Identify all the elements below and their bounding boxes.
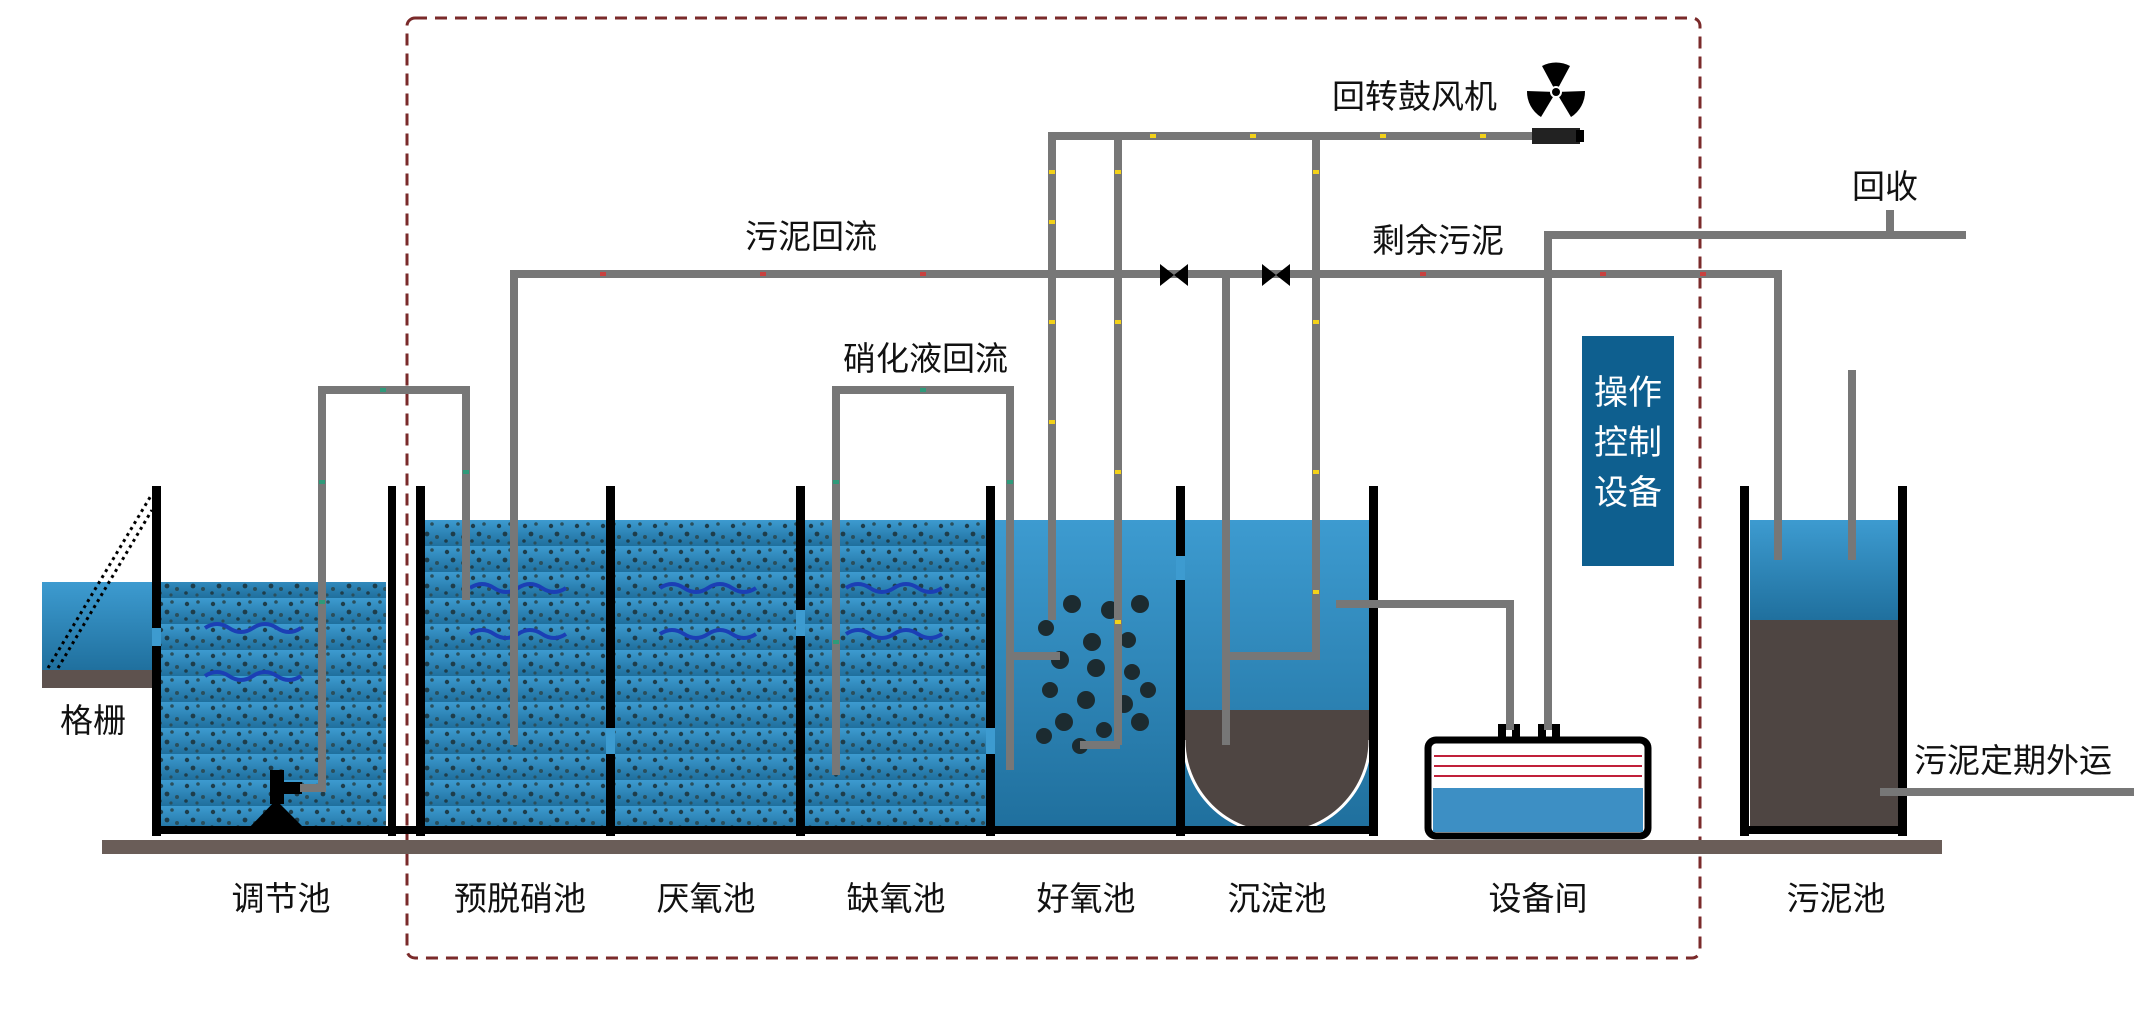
label-sludge-return: 污泥回流 (745, 217, 877, 256)
recovery-pipe (1544, 231, 1966, 730)
label-nitrified-return: 硝化液回流 (843, 339, 1008, 378)
control-panel-line3: 设备 (1594, 473, 1662, 513)
label-anaerobic-tank: 厌氧池 (657, 879, 756, 918)
effluent-pipe (1336, 600, 1514, 730)
pump-lift-pipe (300, 386, 470, 792)
label-sedimentation-tank: 沉淀池 (1228, 879, 1327, 918)
aerobic-tank (994, 520, 1176, 832)
ground-line (102, 840, 1942, 854)
control-panel-line2: 控制 (1594, 423, 1662, 463)
valve-right (1262, 264, 1290, 286)
sludge-tank (1750, 520, 1898, 832)
liquid-flow-marks (600, 272, 1706, 276)
anoxic-water (804, 520, 988, 832)
air-to-sedimentation (1228, 136, 1320, 660)
radiation-icon (1524, 60, 1588, 124)
regulating-tank (160, 582, 386, 832)
equipment-room-box (1424, 724, 1652, 840)
label-sludge-tank: 污泥池 (1787, 879, 1886, 918)
label-anoxic-tank: 缺氧池 (847, 879, 946, 918)
label-grid: 格栅 (60, 701, 126, 740)
air-flow-marks (1049, 134, 1486, 624)
label-blower: 回转鼓风机 (1332, 77, 1497, 116)
anaerobic-water (614, 520, 798, 832)
label-sludge-disposal: 污泥定期外运 (1914, 741, 2112, 780)
sedimentation-tank (1182, 520, 1372, 835)
label-aerobic-tank: 好氧池 (1037, 879, 1136, 918)
water-flow-marks (319, 388, 1013, 644)
valve-left (1160, 264, 1188, 286)
control-panel (1582, 336, 1674, 566)
blower-unit (1532, 128, 1584, 144)
pipes (300, 132, 2134, 796)
label-equipment-room: 设备间 (1489, 879, 1588, 918)
air-main-pipe (1048, 132, 1540, 620)
tank-walls (152, 486, 1907, 836)
control-panel-line1: 操作 (1594, 373, 1662, 413)
integrated-unit-boundary (405, 16, 1702, 960)
grid-section (42, 493, 154, 688)
label-excess-sludge: 剩余污泥 (1372, 221, 1504, 260)
wall-openings (152, 556, 1185, 754)
label-regulating-tank: 调节池 (232, 879, 331, 918)
label-pre-denitrification-tank: 预脱硝池 (454, 879, 586, 918)
label-recovery: 回收 (1852, 167, 1918, 206)
sludge-return-pipe (510, 270, 1782, 745)
